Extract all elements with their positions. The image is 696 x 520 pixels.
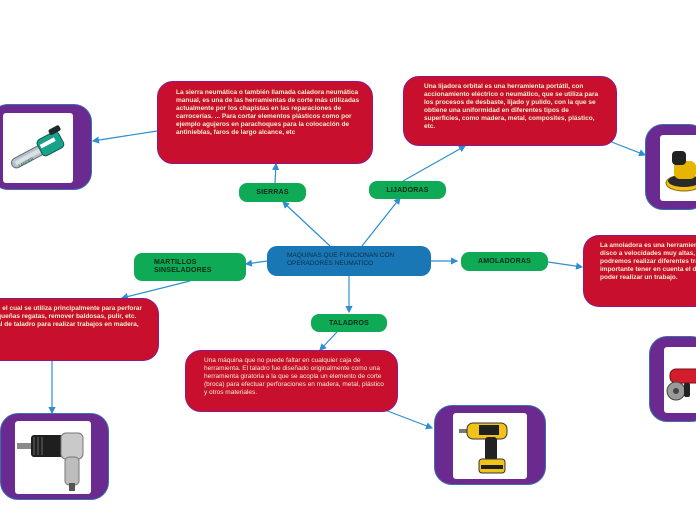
image-lijadoras[interactable] bbox=[645, 124, 696, 210]
link-martillos-desc bbox=[120, 280, 191, 301]
category-sierras-label: SIERRAS bbox=[256, 189, 289, 196]
description-sierras-text: La sierra neumática o también llamada ca… bbox=[176, 89, 360, 136]
image-sierras[interactable]: LANDER bbox=[0, 104, 92, 190]
description-lijadoras[interactable]: Una lijadora orbital es una herramienta … bbox=[403, 76, 617, 146]
link-sierras-desc bbox=[272, 162, 280, 184]
link-taladros-desc bbox=[319, 331, 338, 351]
angle-grinder-icon bbox=[666, 368, 696, 401]
link-central-sierras bbox=[282, 201, 331, 247]
central-topic-label: MAQUINAS QUE FUNCIONAN CON OPERADORES NE… bbox=[287, 252, 395, 267]
category-lijadoras-label: LIJADORAS bbox=[386, 186, 429, 194]
cordless-drill-icon bbox=[459, 422, 508, 474]
description-martillos-text: Un cincel, cincel de martillo o martillo… bbox=[0, 305, 143, 328]
category-martillos-label: MARTILLOS SINSELADORES bbox=[154, 259, 212, 274]
orbital-sander-icon bbox=[665, 151, 696, 192]
category-martillos[interactable]: MARTILLOS SINSELADORES bbox=[134, 253, 246, 281]
description-lijadoras-text: Una lijadora orbital es una herramienta … bbox=[424, 83, 599, 130]
description-martillos[interactable]: Un cincel, cincel de martillo o martillo… bbox=[0, 298, 159, 361]
description-sierras[interactable]: La sierra neumática o también llamada ca… bbox=[157, 81, 373, 164]
link-central-lijadoras bbox=[361, 197, 401, 247]
description-amoladoras[interactable]: La amoladora es una herramienta que al f… bbox=[583, 235, 696, 307]
air-hammer-icon bbox=[17, 432, 84, 491]
description-taladros[interactable]: Una máquina que no puede faltar en cualq… bbox=[185, 350, 398, 412]
image-amoladoras[interactable] bbox=[649, 336, 696, 422]
category-amoladoras[interactable]: AMOLADORAS bbox=[461, 252, 548, 271]
category-lijadoras[interactable]: LIJADORAS bbox=[369, 181, 446, 199]
image-taladros[interactable] bbox=[434, 405, 546, 485]
central-topic[interactable]: MAQUINAS QUE FUNCIONAN CON OPERADORES NE… bbox=[267, 246, 431, 276]
link-lijadoras-img bbox=[608, 140, 647, 157]
category-amoladoras-label: AMOLADORAS bbox=[478, 258, 531, 265]
description-amoladoras-text: La amoladora es una herramienta que al f… bbox=[600, 242, 696, 281]
image-martillos[interactable] bbox=[0, 413, 109, 500]
link-central-martillos bbox=[244, 259, 268, 267]
category-taladros-label: TALADROS bbox=[329, 319, 369, 327]
link-lijadoras-desc bbox=[402, 145, 467, 182]
link-taladros-img bbox=[384, 409, 434, 430]
description-taladros-text: Una máquina que no puede faltar en cualq… bbox=[204, 357, 384, 396]
category-taladros[interactable]: TALADROS bbox=[311, 314, 387, 332]
link-sierras-img bbox=[91, 130, 158, 144]
category-sierras[interactable]: SIERRAS bbox=[239, 183, 306, 202]
chainsaw-icon: LANDER bbox=[10, 125, 65, 169]
link-amoladoras-desc bbox=[547, 261, 584, 270]
